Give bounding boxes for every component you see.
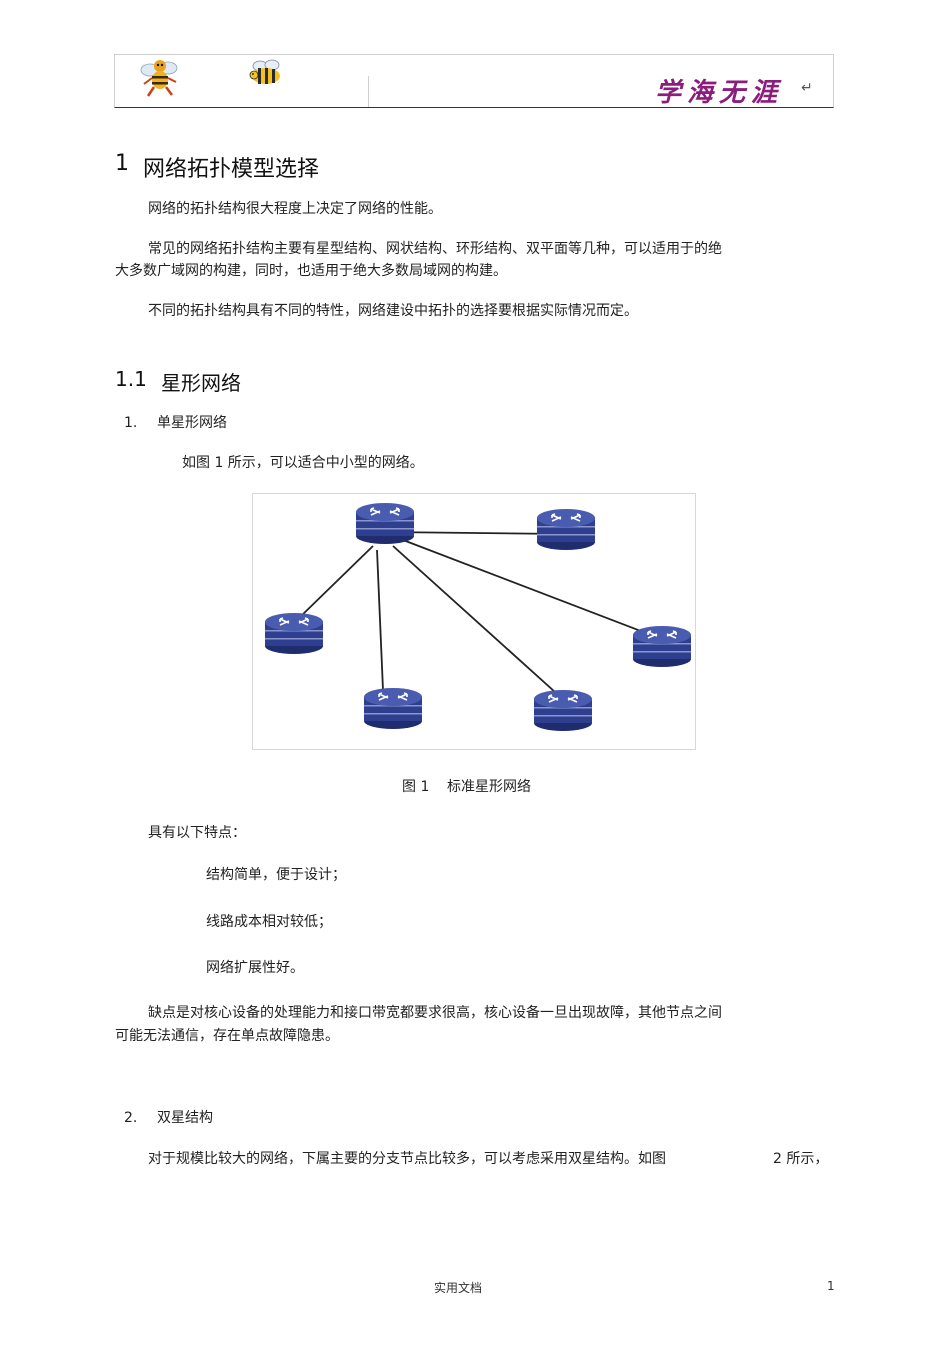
- header-divider: [368, 76, 369, 107]
- feature-item: 结构简单，便于设计；: [206, 867, 346, 883]
- list-number: 1.: [124, 415, 138, 431]
- feature-item: 网络扩展性好。: [206, 960, 304, 976]
- router-icon: [363, 687, 423, 730]
- header-motto: 学海无涯: [655, 78, 784, 108]
- paragraph-line: 可能无法通信，存在单点故障隐患。: [115, 1028, 339, 1044]
- feature-item: 线路成本相对较低；: [206, 914, 332, 930]
- figure-star-network: [252, 493, 696, 750]
- network-link: [392, 545, 556, 693]
- figure-caption-number: 图 1: [402, 779, 430, 795]
- subsection-title: 星形网络: [161, 371, 241, 395]
- paragraph-line: 缺点是对核心设备的处理能力和接口带宽都要求很高，核心设备一旦出现故障，其他节点之…: [148, 1005, 722, 1021]
- page-number: 1: [827, 1279, 835, 1293]
- paragraph: 如图 1 所示，可以适合中小型的网络。: [182, 455, 424, 471]
- router-icon: [536, 508, 596, 551]
- network-diagram: [264, 502, 692, 732]
- bee-icon: [249, 59, 280, 84]
- list-item-title: 单星形网络: [157, 415, 227, 431]
- paragraph: 不同的拓扑结构具有不同的特性，网络建设中拓扑的选择要根据实际情况而定。: [148, 303, 638, 319]
- paragraph-line: 常见的网络拓扑结构主要有星型结构、网状结构、环形结构、双平面等几种，可以适用于的…: [148, 241, 722, 257]
- paragraph-line-end: 2 所示，: [773, 1151, 829, 1167]
- paragraph: 具有以下特点：: [148, 825, 246, 841]
- section-title: 网络拓扑模型选择: [143, 157, 320, 182]
- network-link: [402, 539, 660, 639]
- page-header: [114, 54, 834, 108]
- bee-mascot-icon: [140, 60, 178, 97]
- footer-label: 实用文档: [434, 1281, 483, 1295]
- network-link: [376, 549, 384, 691]
- router-core-icon: [355, 502, 415, 545]
- subsection-number: 1.1: [115, 367, 147, 391]
- network-link: [384, 531, 566, 535]
- paragraph-mark: ↵: [801, 80, 813, 96]
- network-link: [298, 545, 374, 619]
- list-item-title: 双星结构: [157, 1110, 213, 1126]
- figure-caption-text: 标准星形网络: [447, 779, 531, 795]
- router-icon: [264, 612, 324, 655]
- paragraph: 网络的拓扑结构很大程度上决定了网络的性能。: [148, 201, 442, 217]
- router-icon: [533, 689, 593, 732]
- router-icon: [632, 625, 692, 668]
- section-number: 1: [115, 151, 129, 176]
- paragraph-line: 大多数广域网的构建，同时，也适用于绝大多数局域网的构建。: [115, 263, 507, 279]
- paragraph-line: 对于规模比较大的网络，下属主要的分支节点比较多，可以考虑采用双星结构。如图: [148, 1151, 666, 1167]
- list-number: 2.: [124, 1110, 138, 1126]
